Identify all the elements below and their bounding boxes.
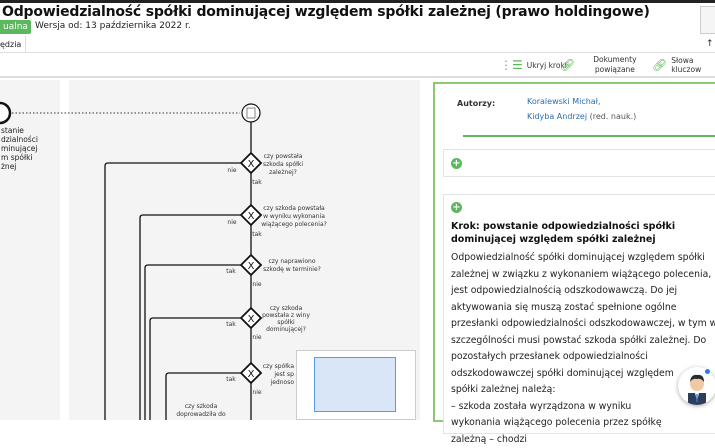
start-event[interactable]	[0, 101, 12, 125]
gateway[interactable]: X	[239, 151, 263, 175]
svg-text:X: X	[248, 211, 255, 222]
hide-steps-button[interactable]: ⋮☰Ukryj kroki	[500, 53, 567, 77]
lane-divider	[60, 80, 69, 420]
details-panel: Autorzy: Koralewski Michał, Kidyba Andrz…	[433, 82, 715, 445]
svg-text:X: X	[248, 261, 255, 272]
collapsed-section: +	[443, 149, 715, 177]
minimap-viewport[interactable]	[314, 357, 396, 412]
author-name: Koralewski Michał,	[527, 97, 601, 106]
divider	[463, 135, 715, 137]
tab-tools[interactable]: ędzia	[0, 36, 27, 53]
step-title: Krok: powstanie odpowiedzialności spółki…	[451, 221, 676, 245]
gateway[interactable]: X	[239, 361, 263, 385]
status-badge: ualna	[0, 20, 31, 34]
assistant-person-icon	[688, 374, 706, 405]
author-role: (red. nauk.)	[587, 112, 637, 121]
step-body-bullet: – szkoda została wyrządzona w wyniku wyk…	[451, 400, 662, 445]
author-link[interactable]: Koralewski Michał,	[527, 97, 601, 106]
arrow-up-icon[interactable]: ↑	[706, 39, 714, 49]
step-body-text: Odpowiedzialność spółki dominującej wzgl…	[451, 252, 715, 395]
branch-label: tak	[226, 376, 236, 383]
related-docs-line1: Dokumenty	[593, 55, 637, 64]
version-text: Wersja od: 13 października 2022 r.	[35, 21, 191, 31]
gateway[interactable]: X	[239, 203, 263, 227]
assistant-avatar[interactable]	[678, 367, 715, 405]
author-link[interactable]: Kidyba Andrzej (red. nauk.)	[527, 112, 636, 121]
related-docs-line2: powiązane	[594, 65, 635, 74]
branch-label: nie	[252, 389, 261, 396]
diagram-minimap[interactable]	[296, 350, 416, 420]
keywords-button[interactable]: 🔗︎Słowa kluczow	[652, 53, 715, 77]
svg-text:X: X	[248, 314, 255, 325]
keywords-label: Słowa kluczow	[671, 56, 702, 74]
tab-bar: ędzia ↑	[0, 36, 715, 53]
branch-label: nie	[252, 334, 261, 341]
expand-plus-icon[interactable]: +	[451, 202, 462, 213]
expand-plus-icon[interactable]: +	[451, 158, 462, 169]
intermediate-event[interactable]	[241, 103, 261, 123]
branch-label: nie	[252, 281, 261, 288]
svg-text:X: X	[248, 369, 255, 380]
branch-label: tak	[226, 321, 236, 328]
gateways: X X X X X	[239, 151, 263, 385]
step-body: Odpowiedzialność spółki dominującej wzgl…	[451, 250, 715, 448]
branch-label: tak	[226, 268, 236, 275]
list-icon: ⋮☰	[500, 58, 523, 72]
gateway[interactable]: X	[239, 306, 263, 330]
step-section: + Krok: powstanie odpowiedzialności spół…	[443, 194, 715, 445]
document-thumbnail[interactable]	[700, 6, 715, 34]
link-icon: 🔗︎	[652, 58, 668, 72]
hide-steps-label: Ukryj kroki	[526, 60, 567, 70]
branch-label: nie	[227, 219, 236, 226]
authors-label: Autorzy:	[457, 99, 496, 108]
notification-dot	[704, 368, 711, 375]
page-title: Odpowiedzialność spółki dominującej wzgl…	[2, 4, 650, 20]
link-icon: 🔗︎	[560, 58, 576, 72]
branch-label: tak	[252, 231, 262, 238]
branch-label: nie	[227, 167, 236, 174]
branch-label: tak	[252, 179, 262, 186]
top-bar	[0, 0, 715, 3]
author-name: Kidyba Andrzej	[527, 112, 588, 121]
svg-text:X: X	[248, 159, 255, 170]
gateway[interactable]: X	[239, 253, 263, 277]
